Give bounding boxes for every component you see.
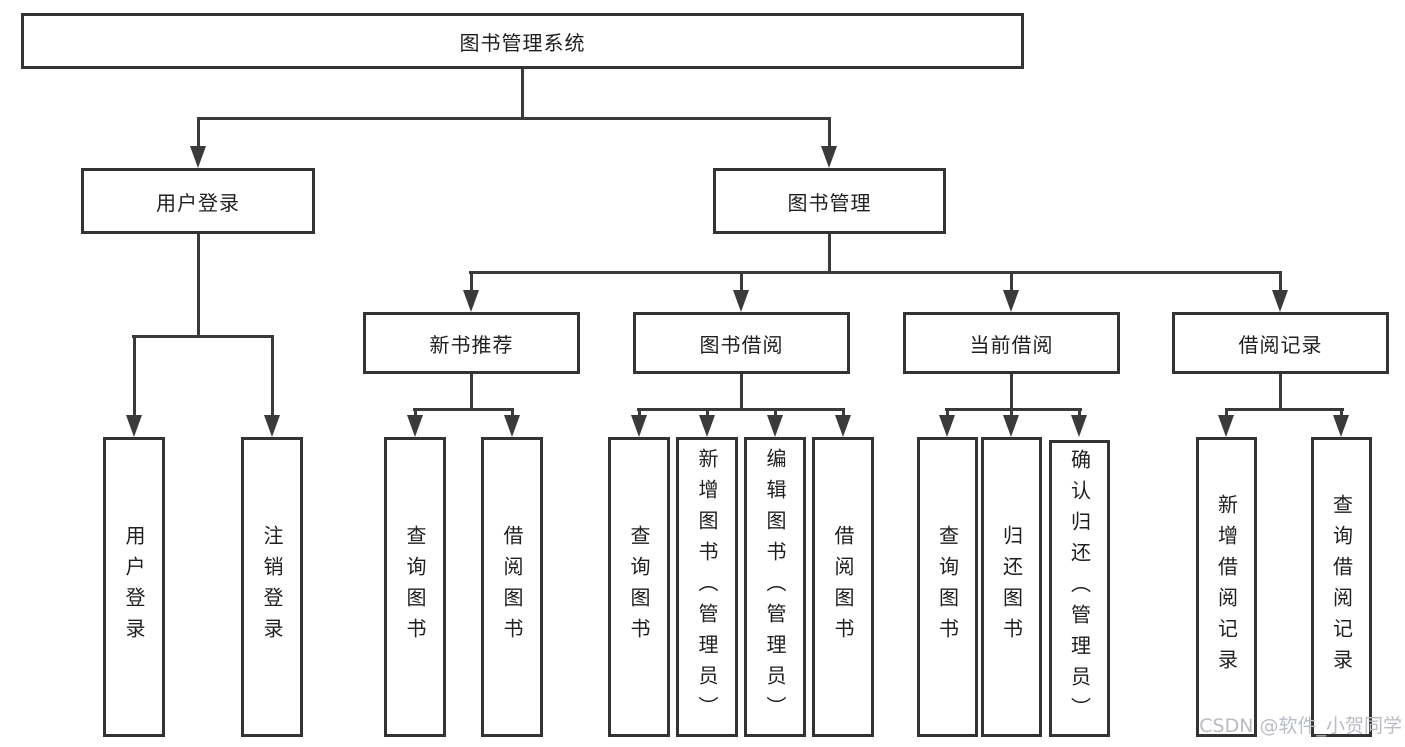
- leaf-borrow-books-recommend-label: 借阅图书: [500, 525, 524, 649]
- connector-arrow-down-icon: [939, 408, 955, 437]
- connector-arrow-down-icon: [821, 117, 837, 168]
- leaf-return-books: 归还图书: [981, 437, 1042, 737]
- connector-line: [197, 234, 200, 335]
- leaf-logout-label: 注销登录: [260, 525, 284, 649]
- connector-arrow-down-icon: [1272, 271, 1288, 312]
- connector-line: [828, 234, 831, 271]
- connector-line: [1010, 374, 1013, 408]
- leaf-query-books-current: 查询图书: [917, 437, 978, 737]
- connector-arrow-down-icon: [190, 117, 206, 168]
- leaf-query-books-recommend: 查询图书: [384, 437, 446, 737]
- leaf-return-books-label: 归还图书: [999, 525, 1024, 649]
- leaf-edit-books-admin: 编辑图书（管理员）: [744, 437, 806, 737]
- leaf-confirm-return-admin: 确认归还（管理员）: [1049, 440, 1110, 737]
- node-borrow-records: 借阅记录: [1172, 312, 1389, 374]
- connector-line: [521, 69, 524, 117]
- node-root-label: 图书管理系统: [459, 30, 586, 55]
- connector-line: [413, 408, 514, 411]
- node-user-login: 用户登录: [81, 168, 315, 234]
- leaf-user-login: 用户登录: [103, 437, 165, 737]
- node-book-borrow-label: 图书借阅: [699, 332, 784, 357]
- connector-arrow-down-icon: [1333, 408, 1349, 437]
- leaf-add-books-admin-label: 新增图书（管理员）: [695, 447, 719, 727]
- node-book-management: 图书管理: [713, 168, 946, 234]
- leaf-add-borrow-record: 新增借阅记录: [1196, 437, 1257, 737]
- connector-arrow-down-icon: [733, 271, 749, 312]
- connector-arrow-down-icon: [1003, 271, 1019, 312]
- connector-arrow-down-icon: [1218, 408, 1234, 437]
- leaf-logout: 注销登录: [241, 437, 303, 737]
- connector-line: [469, 271, 1282, 274]
- node-book-borrow: 图书借阅: [633, 312, 850, 374]
- leaf-borrow-books-label: 借阅图书: [831, 525, 855, 649]
- connector-line: [1279, 374, 1282, 408]
- leaf-query-books-borrow: 查询图书: [608, 437, 670, 737]
- node-current-borrow: 当前借阅: [903, 312, 1120, 374]
- leaf-borrow-books-recommend: 借阅图书: [481, 437, 543, 737]
- node-current-borrow-label: 当前借阅: [969, 332, 1054, 357]
- leaf-confirm-return-admin-label: 确认归还（管理员）: [1067, 449, 1092, 728]
- connector-arrow-down-icon: [631, 408, 647, 437]
- leaf-query-books-current-label: 查询图书: [935, 525, 960, 649]
- connector-arrow-down-icon: [463, 271, 479, 312]
- connector-arrow-down-icon: [1003, 408, 1019, 437]
- connector-line: [470, 374, 473, 408]
- leaf-user-login-label: 用户登录: [122, 525, 146, 649]
- node-root: 图书管理系统: [21, 13, 1024, 69]
- node-new-book-recommend-label: 新书推荐: [429, 332, 514, 357]
- connector-line: [637, 408, 845, 411]
- connector-line: [740, 374, 743, 408]
- leaf-query-books-recommend-label: 查询图书: [403, 525, 427, 649]
- connector-arrow-down-icon: [126, 335, 142, 437]
- connector-line: [132, 335, 274, 338]
- connector-arrow-down-icon: [407, 408, 423, 437]
- node-borrow-records-label: 借阅记录: [1238, 332, 1323, 357]
- leaf-add-books-admin: 新增图书（管理员）: [676, 437, 738, 737]
- leaf-add-borrow-record-label: 新增借阅记录: [1214, 494, 1239, 680]
- connector-line: [945, 408, 1082, 411]
- connector-arrow-down-icon: [504, 408, 520, 437]
- node-new-book-recommend: 新书推荐: [363, 312, 580, 374]
- leaf-query-borrow-record-label: 查询借阅记录: [1329, 494, 1354, 680]
- connector-arrow-down-icon: [767, 408, 783, 437]
- connector-line: [197, 117, 831, 120]
- connector-arrow-down-icon: [264, 335, 280, 437]
- node-book-management-label: 图书管理: [787, 190, 872, 215]
- leaf-edit-books-admin-label: 编辑图书（管理员）: [763, 447, 787, 727]
- leaf-query-borrow-record: 查询借阅记录: [1311, 437, 1372, 737]
- leaf-query-books-borrow-label: 查询图书: [627, 525, 651, 649]
- csdn-watermark: CSDN @软件_小贺同学: [1199, 715, 1402, 737]
- connector-arrow-down-icon: [835, 408, 851, 437]
- connector-line: [1225, 408, 1344, 411]
- leaf-borrow-books: 借阅图书: [812, 437, 874, 737]
- connector-arrow-down-icon: [1071, 408, 1087, 437]
- connector-arrow-down-icon: [699, 408, 715, 437]
- node-user-login-label: 用户登录: [156, 190, 240, 215]
